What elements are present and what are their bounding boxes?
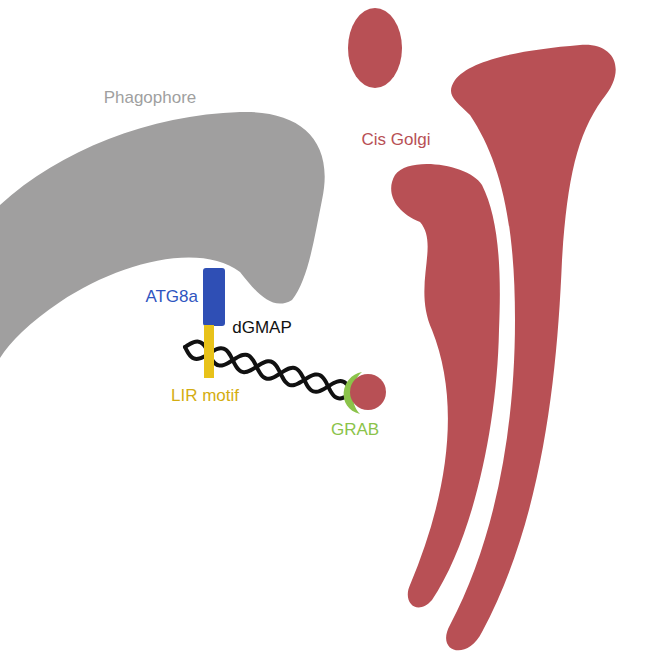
grab-bound-golgi [350, 374, 386, 410]
phagophore-shape [0, 112, 325, 358]
part-label: dGMAP [232, 318, 292, 338]
part-label: GRAB [331, 420, 379, 440]
golgi-vesicle [348, 8, 402, 88]
part-label: Cis Golgi [362, 130, 431, 150]
part-label: LIR motif [171, 386, 239, 406]
part-label: ATG8a [145, 287, 198, 307]
golgi-cisterna [446, 45, 616, 651]
lir-motif-bar [204, 325, 214, 378]
part-label: Phagophore [104, 88, 197, 108]
atg8a-bar [203, 268, 225, 326]
golgi-cisterna [391, 164, 500, 607]
